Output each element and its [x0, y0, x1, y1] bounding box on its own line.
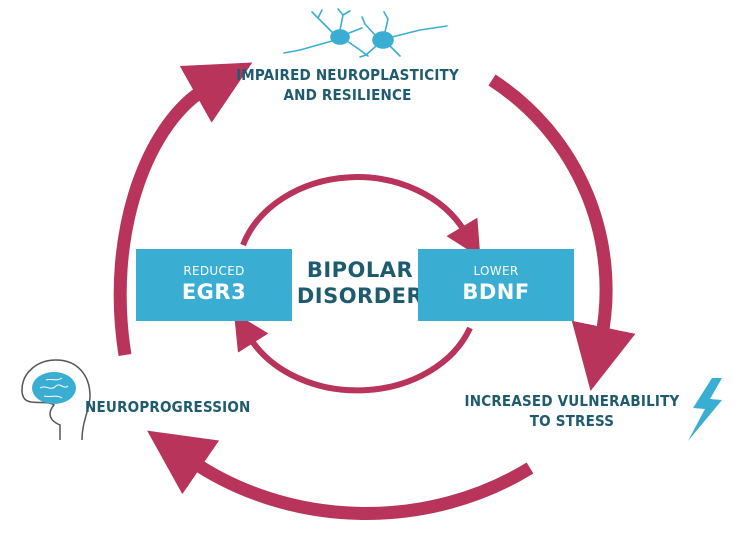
bdnf-box-small: LOWER	[473, 264, 519, 278]
inner-arrow-top	[240, 174, 481, 258]
top-label-line2: AND RESILIENCE	[283, 85, 412, 104]
right-label-line1: INCREASED VULNERABILITY	[464, 392, 680, 410]
neuron-icon	[283, 8, 448, 58]
inner-arrow-bottom	[233, 312, 473, 394]
outer-arrow-left	[113, 62, 253, 357]
center-title: BIPOLAR DISORDER	[290, 257, 430, 310]
label-neuroprogression: NEUROPROGRESSION	[85, 398, 260, 418]
outer-arrow-bottom	[147, 430, 534, 520]
bdnf-box: LOWER BDNF	[418, 249, 574, 321]
egr3-box-small: REDUCED	[183, 264, 245, 278]
bdnf-box-big: BDNF	[462, 280, 530, 304]
egr3-box: REDUCED EGR3	[136, 249, 292, 321]
right-label-line2: TO STRESS	[529, 411, 615, 430]
center-title-line2: DISORDER	[296, 284, 424, 309]
brain-head-icon	[21, 359, 91, 441]
center-title-line1: BIPOLAR	[306, 258, 414, 282]
egr3-box-big: EGR3	[181, 280, 247, 304]
label-increased-vulnerability: INCREASED VULNERABILITY TO STRESS	[452, 392, 692, 431]
lightning-icon	[688, 378, 722, 441]
label-impaired-neuroplasticity: IMPAIRED NEUROPLASTICITY AND RESILIENCE	[215, 66, 480, 105]
top-label-line1: IMPAIRED NEUROPLASTICITY	[236, 66, 459, 84]
left-label-line1: NEUROPROGRESSION	[85, 398, 251, 416]
outer-arrow-top-right	[488, 74, 636, 391]
